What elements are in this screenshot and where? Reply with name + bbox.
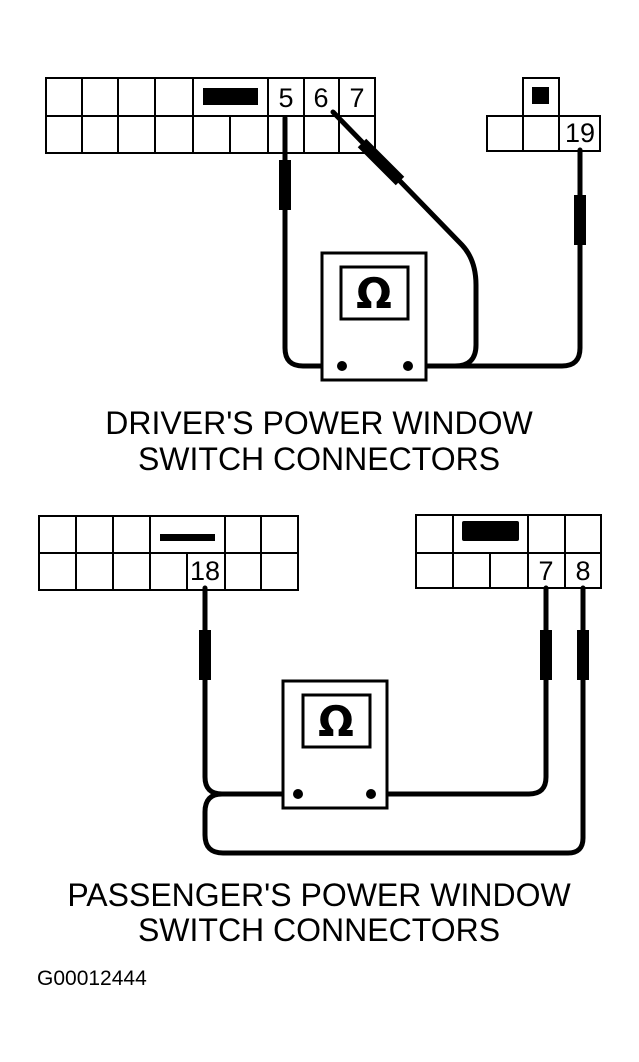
passenger-caption-line1: PASSENGER'S POWER WINDOW [67,877,571,913]
passenger-left-connector-latch [160,534,215,541]
driver-probe-pin-19 [574,195,586,245]
passenger-probe-pin-7 [540,630,552,680]
driver-meter-terminal-left [337,361,347,371]
driver-caption-line1: DRIVER'S POWER WINDOW [105,405,533,441]
driver-pin-6-label: 6 [313,83,328,113]
driver-pin-7-label: 7 [349,83,364,113]
driver-pin-5-label: 5 [278,83,293,113]
driver-small-connector-latch [532,87,549,104]
passenger-right-connector-latch [462,521,519,541]
driver-meter-terminal-right [403,361,413,371]
passenger-probe-pin-18 [199,630,211,680]
passenger-pin-18-label: 18 [190,556,220,586]
passenger-lead-pin-7 [368,585,549,797]
driver-main-connector-latch [203,88,258,105]
passenger-meter-terminal-right [366,789,376,799]
driver-ohmmeter [320,251,428,382]
figure-id: G00012444 [37,967,147,990]
passenger-caption-line2: SWITCH CONNECTORS [138,912,500,948]
driver-probe-pin-5 [279,160,291,210]
passenger-lead-pin-8 [202,585,586,856]
driver-caption-line2: SWITCH CONNECTORS [138,441,500,477]
passenger-pin-8-label: 8 [575,556,590,586]
passenger-probe-pin-8 [577,630,589,680]
passenger-meter-terminal-left [293,789,303,799]
passenger-right-connector [415,514,602,589]
passenger-ohm-symbol: Ω [318,697,354,746]
driver-pin-19-label: 19 [565,118,595,148]
driver-main-connector [45,77,376,154]
driver-ohm-symbol: Ω [356,269,392,318]
driver-small-connector [486,77,601,152]
passenger-left-connector [38,515,299,591]
driver-probe-pin-6 [357,138,405,186]
driver-lead-pin-19 [405,147,583,369]
passenger-pin-7-label: 7 [538,556,553,586]
passenger-ohmmeter [281,679,389,810]
driver-lead-pin-5 [282,115,345,369]
